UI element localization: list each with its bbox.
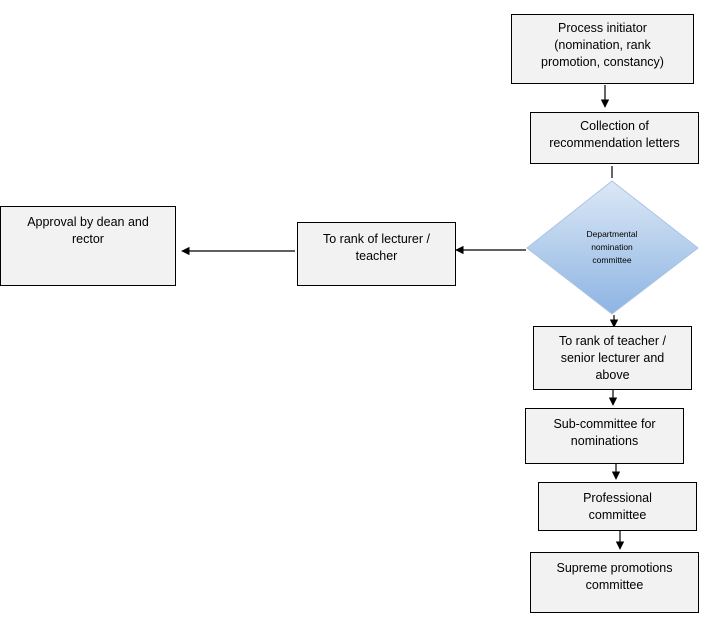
professional-committee-box: Professional committee	[538, 482, 697, 531]
departmental-committee-label: Departmental nomination committee	[586, 229, 638, 265]
process-initiator-box: Process initiator (nomination, rank prom…	[511, 14, 694, 84]
supreme-committee-box: Supreme promotions committee	[530, 552, 699, 613]
decision-diamond	[526, 180, 699, 315]
senior-rank-box: To rank of teacher / senior lecturer and…	[533, 326, 692, 390]
subcommittee-box: Sub-committee for nominations	[525, 408, 684, 464]
collection-letters-box: Collection of recommendation letters	[530, 112, 699, 164]
approval-box: Approval by dean and rector	[0, 206, 176, 286]
lecturer-rank-box: To rank of lecturer / teacher	[297, 222, 456, 286]
